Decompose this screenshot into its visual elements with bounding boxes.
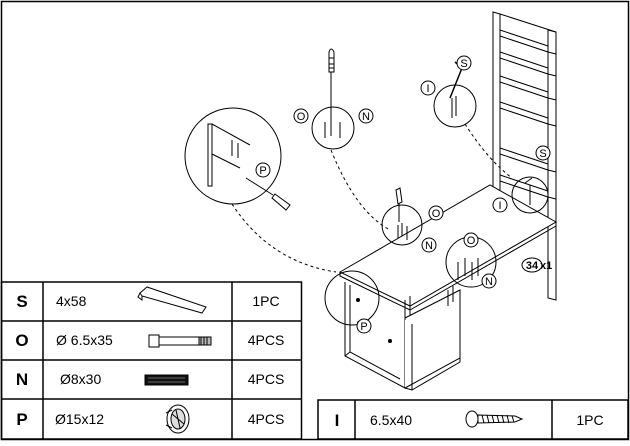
step-number: 34 x1 (521, 257, 552, 273)
callout-i-top: I (420, 80, 436, 96)
svg-text:I: I (498, 200, 501, 212)
wooden-dowel-icon (144, 374, 189, 386)
callout-n-mid: N (421, 237, 437, 253)
part-qty: 4PCS (248, 411, 285, 427)
part-size: Ø15x12 (55, 411, 104, 427)
callout-s-top: S (456, 55, 472, 71)
svg-text:N: N (485, 276, 493, 288)
part-key: N (16, 370, 28, 389)
part-qty: 4PCS (248, 371, 285, 387)
parts-row-o: O Ø 6.5x35 4PCS (15, 331, 284, 350)
parts-table: S 4x58 1PC O Ø 6.5x35 4PCS N Ø8x30 (0, 281, 303, 440)
side-bracket-detail (207, 123, 251, 187)
step-number-value: 34 (526, 260, 539, 272)
extra-part-table: I 6.5x40 1PC (317, 399, 629, 440)
callout-p-left: P (255, 162, 271, 178)
callout-n-top: N (358, 108, 374, 124)
fittings-on-desk (397, 177, 533, 320)
part-key: P (16, 410, 27, 429)
part-size: Ø 6.5x35 (56, 332, 113, 348)
part-qty: 1PC (576, 412, 603, 428)
fitting-detail (324, 120, 341, 138)
callout-s-right: S (535, 145, 551, 161)
screwdriver-icon (245, 177, 291, 211)
callout-p-bottom: P (356, 318, 372, 334)
part-qty: 4PCS (248, 332, 285, 348)
fitting-detail (451, 96, 457, 118)
part-key: S (16, 292, 27, 311)
callout-o-low: O (463, 232, 479, 248)
screw-icon (465, 410, 524, 428)
svg-text:P: P (259, 165, 266, 177)
svg-text:S: S (460, 58, 467, 70)
svg-text:N: N (425, 240, 433, 252)
callout-o-mid: O (428, 205, 444, 221)
callout-i-right: I (492, 197, 508, 213)
parts-row-s: S 4x58 1PC (16, 286, 280, 314)
svg-text:I: I (426, 83, 429, 95)
part-key: I (335, 411, 340, 430)
screwdriver-icon (328, 48, 335, 122)
desk-assembly-drawing (207, 11, 558, 391)
part-size: 6.5x40 (370, 412, 412, 428)
parts-row-p: P Ø15x12 4PCS (16, 404, 285, 434)
part-size: Ø8x30 (60, 371, 101, 387)
cam-lock-icon (165, 404, 190, 434)
part-key: O (15, 331, 28, 350)
connector-bolt-icon (148, 334, 212, 348)
callout-o-top: O (293, 108, 309, 124)
part-size: 4x58 (56, 293, 87, 309)
svg-text:S: S (539, 148, 546, 160)
svg-text:P: P (360, 321, 367, 333)
cabinet-unit (344, 282, 461, 391)
screwdriver-icon (395, 187, 403, 222)
step-multiplier: x1 (540, 260, 552, 272)
svg-text:N: N (362, 111, 370, 123)
detail-circles (184, 84, 549, 326)
callout-n-low: N (481, 273, 497, 289)
ladder-frame (492, 11, 557, 301)
svg-text:O: O (297, 111, 306, 123)
parts-row-n: N Ø8x30 4PCS (16, 370, 284, 389)
leader-lines (231, 123, 513, 273)
svg-text:O: O (467, 235, 476, 247)
svg-text:O: O (432, 208, 441, 220)
hex-key-icon (137, 286, 207, 314)
part-qty: 1PC (252, 293, 279, 309)
